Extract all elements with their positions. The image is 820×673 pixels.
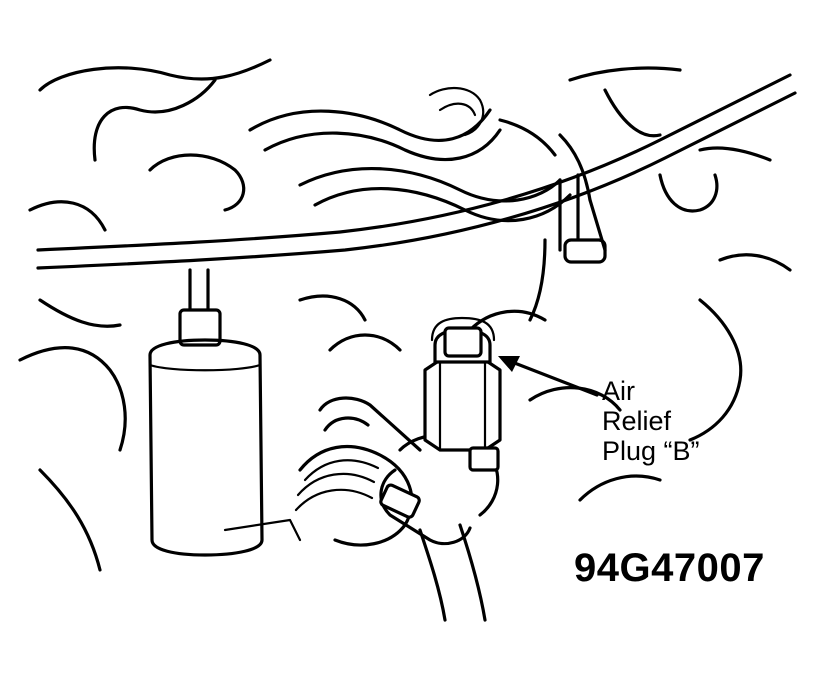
wire-harness	[248, 87, 592, 223]
fuel-line	[36, 73, 797, 270]
air-relief-plug	[423, 316, 502, 472]
callout-line-1: Air	[602, 376, 635, 406]
vertical-canister	[148, 268, 302, 557]
callout-line-2: Relief	[602, 406, 672, 436]
callout-line-3: Plug “B”	[602, 436, 700, 466]
tube-clip	[528, 173, 607, 322]
air-relief-plug-label: Air Relief Plug “B”	[602, 376, 700, 466]
callout-leader	[498, 356, 599, 397]
figure-id: 94G47007	[574, 546, 765, 590]
